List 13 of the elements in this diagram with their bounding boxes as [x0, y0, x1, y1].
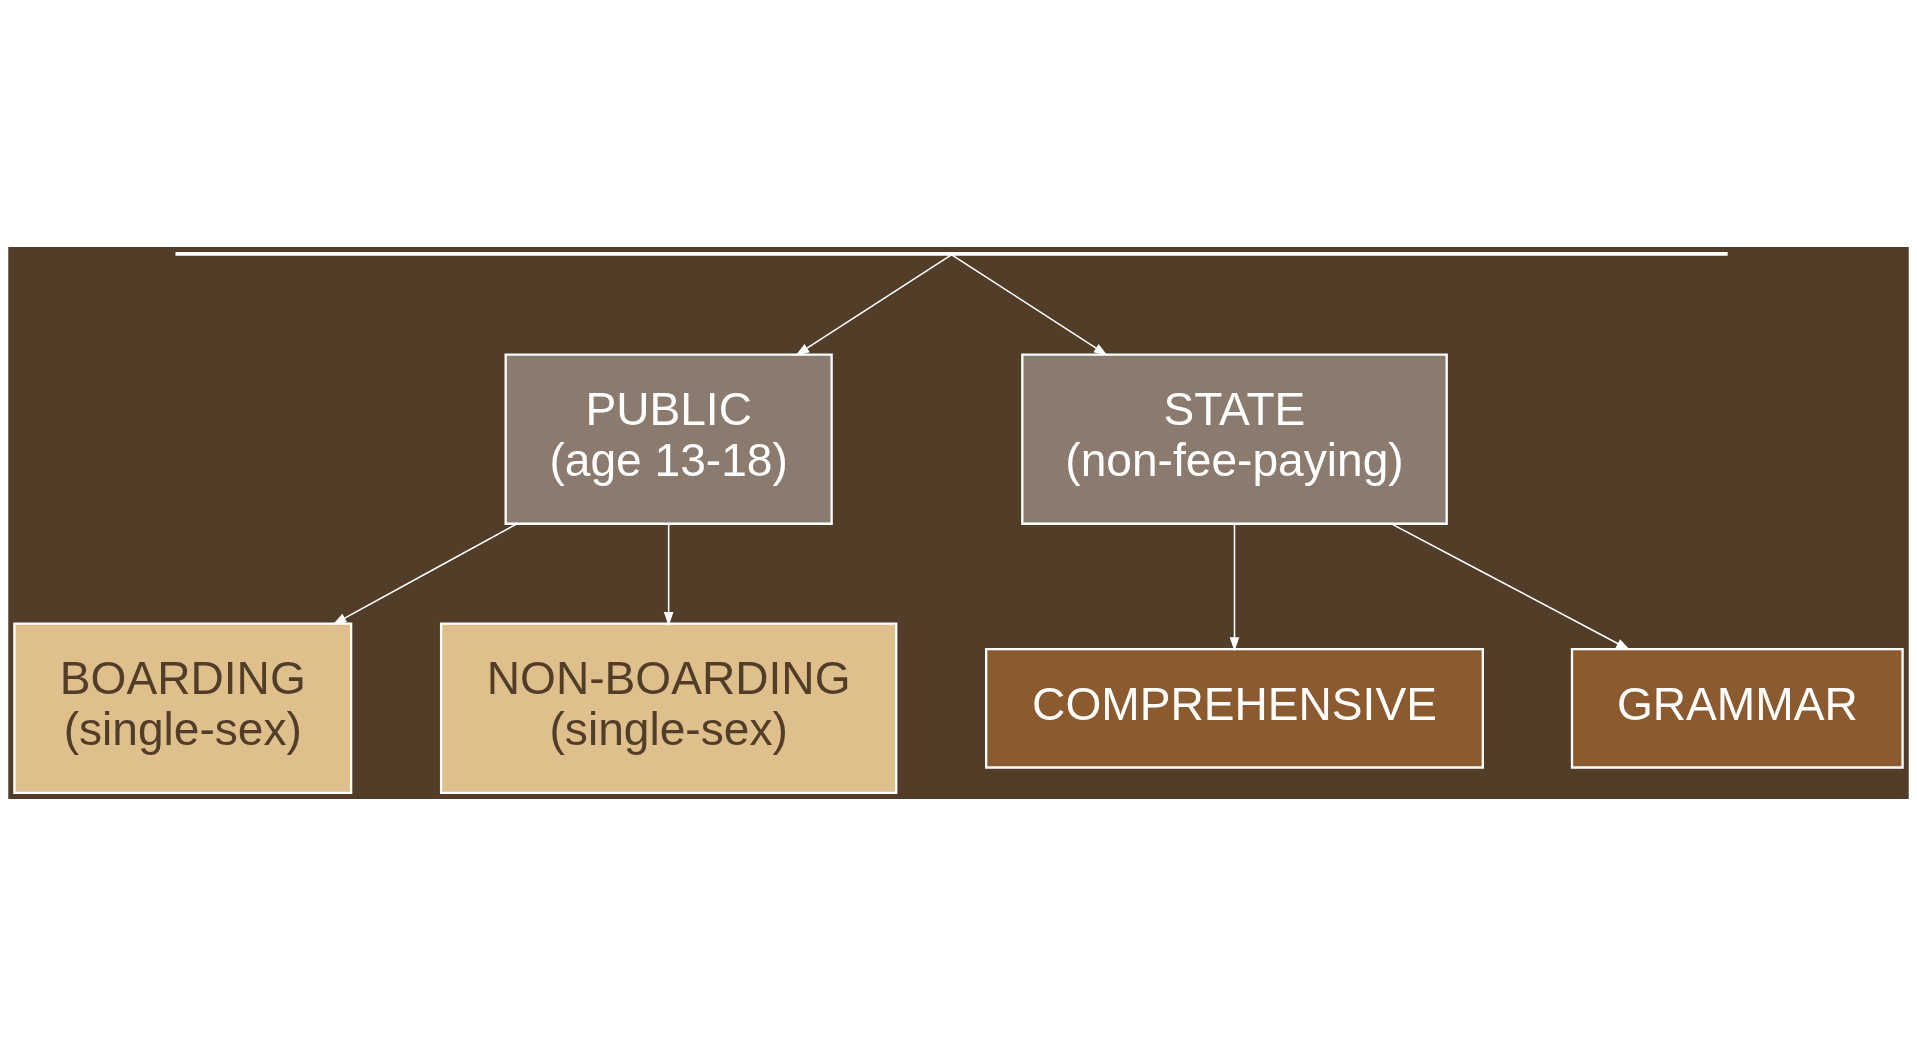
- arrow: [663, 523, 674, 626]
- node-box: BOARDING (single-sex): [13, 622, 353, 794]
- arrow: [951, 254, 1108, 356]
- node-bar: [175, 252, 1728, 256]
- node-box: STATE (non-fee-paying): [1021, 353, 1448, 525]
- node-box: NON-BOARDING (single-sex): [439, 622, 898, 794]
- arrow: [332, 523, 518, 625]
- node-box: GRAMMAR: [1570, 647, 1904, 769]
- arrow: [795, 254, 953, 356]
- arrow: [1229, 523, 1240, 652]
- arrow: [1390, 523, 1631, 650]
- node-box: COMPREHENSIVE: [985, 647, 1484, 769]
- node-box: PUBLIC (age 13-18): [504, 353, 833, 525]
